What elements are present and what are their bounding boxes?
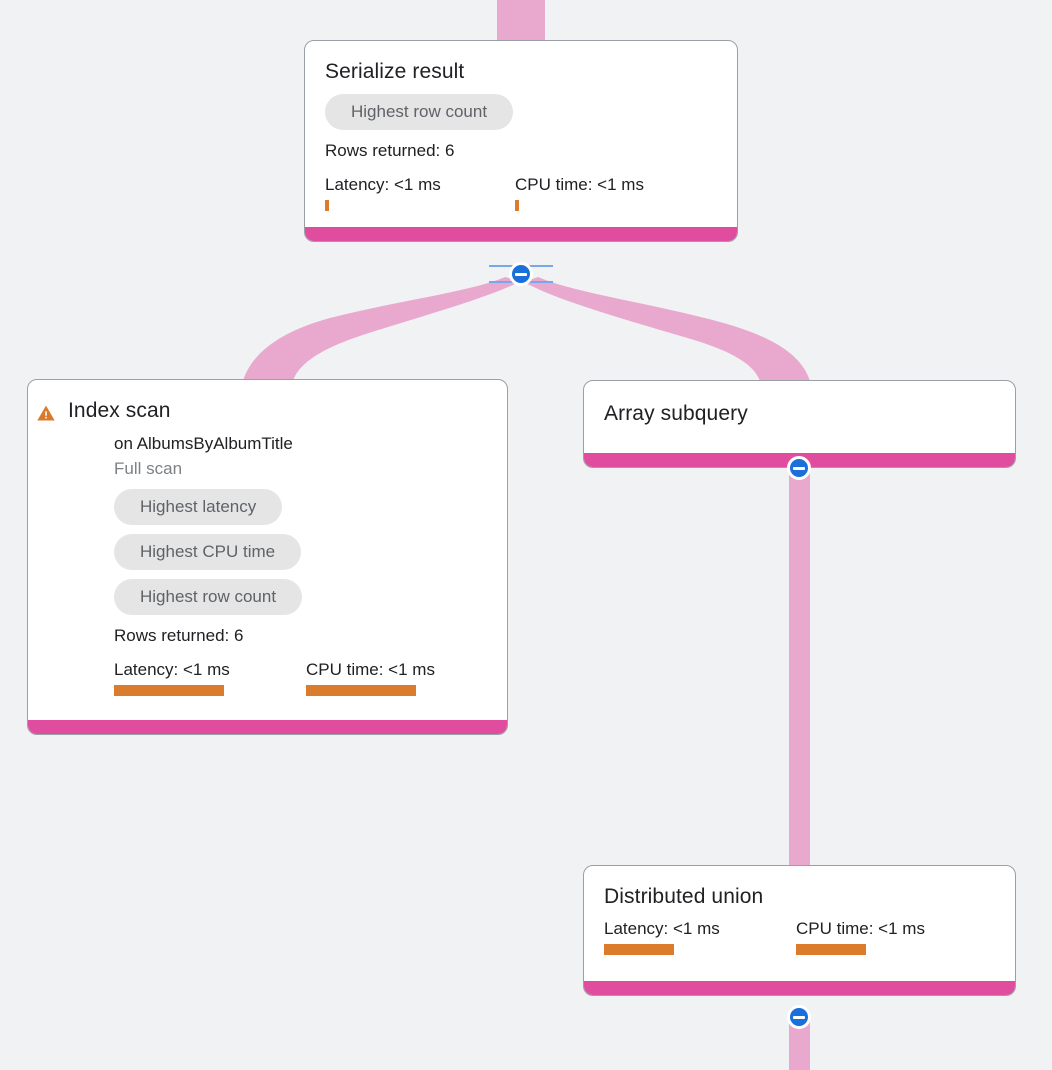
chip-highest-row-count[interactable]: Highest row count [325, 94, 514, 130]
node-body: Distributed union Latency: <1 ms CPU tim… [584, 866, 1015, 981]
metric-latency-label: Latency: <1 ms [604, 919, 720, 938]
collapse-handle-distributed-union[interactable] [787, 1005, 811, 1029]
chip-highest-cpu-time[interactable]: Highest CPU time [114, 534, 302, 570]
edge-serialize-to-array-subquery [524, 277, 810, 381]
node-title: Index scan [68, 399, 171, 422]
node-scan-type: Full scan [114, 459, 183, 478]
chip-highest-latency[interactable]: Highest latency [114, 489, 283, 525]
metric-latency-bar [325, 200, 329, 211]
node-title: Distributed union [604, 885, 764, 908]
node-title-row: Index scan [37, 398, 487, 424]
node-distributed-union[interactable]: Distributed union Latency: <1 ms CPU tim… [583, 865, 1016, 996]
node-title-row: Array subquery [604, 401, 995, 427]
edge-parent-to-serialize [497, 0, 545, 40]
warning-triangle-icon [37, 405, 55, 421]
node-index-scan[interactable]: Index scan on AlbumsByAlbumTitle Full sc… [27, 379, 508, 735]
metric-cpu-time-bar [306, 685, 416, 696]
node-title-row: Distributed union [604, 884, 995, 910]
node-body: Index scan on AlbumsByAlbumTitle Full sc… [28, 380, 507, 720]
node-subtitle: on AlbumsByAlbumTitle [114, 434, 293, 453]
node-body: Array subquery [584, 381, 1015, 453]
metric-cpu-time-label: CPU time: <1 ms [796, 919, 925, 938]
metric-latency-label: Latency: <1 ms [114, 660, 230, 679]
rows-returned: Rows returned: 6 [114, 626, 244, 645]
metrics-row: Latency: <1 ms CPU time: <1 ms [114, 659, 487, 696]
metrics-row: Latency: <1 ms CPU time: <1 ms [325, 174, 717, 211]
node-array-subquery[interactable]: Array subquery [583, 380, 1016, 468]
collapse-handle-array-subquery[interactable] [787, 456, 811, 480]
metric-cpu-time: CPU time: <1 ms [306, 659, 435, 696]
node-footer-bar [305, 227, 737, 241]
edge-serialize-to-index-scan [243, 277, 521, 381]
metric-latency: Latency: <1 ms [325, 174, 515, 211]
collapse-handle-serialize-result[interactable] [509, 262, 533, 286]
node-serialize-result[interactable]: Serialize result Highest row count Rows … [304, 40, 738, 242]
metrics-row: Latency: <1 ms CPU time: <1 ms [604, 918, 995, 955]
metric-latency: Latency: <1 ms [114, 659, 306, 696]
metric-latency-bar [604, 944, 674, 955]
metric-cpu-time: CPU time: <1 ms [515, 174, 644, 211]
chip-list: Highest row count [325, 85, 717, 130]
rows-returned: Rows returned: 6 [325, 141, 455, 160]
metric-cpu-time-label: CPU time: <1 ms [306, 660, 435, 679]
node-body: Serialize result Highest row count Rows … [305, 41, 737, 227]
node-title: Serialize result [325, 60, 465, 83]
metric-cpu-time-bar [515, 200, 519, 211]
chip-list: Highest latency Highest CPU time Highest… [114, 480, 487, 615]
metric-cpu-time: CPU time: <1 ms [796, 918, 925, 955]
node-title: Array subquery [604, 402, 748, 425]
node-footer-bar [584, 981, 1015, 995]
chip-highest-row-count[interactable]: Highest row count [114, 579, 303, 615]
metric-cpu-time-bar [796, 944, 866, 955]
metric-cpu-time-label: CPU time: <1 ms [515, 175, 644, 194]
metric-latency-bar [114, 685, 224, 696]
edge-array-subquery-to-distributed-union [789, 464, 810, 868]
metric-latency: Latency: <1 ms [604, 918, 796, 955]
metric-latency-label: Latency: <1 ms [325, 175, 441, 194]
node-title-row: Serialize result [325, 59, 717, 85]
node-footer-bar [28, 720, 507, 734]
